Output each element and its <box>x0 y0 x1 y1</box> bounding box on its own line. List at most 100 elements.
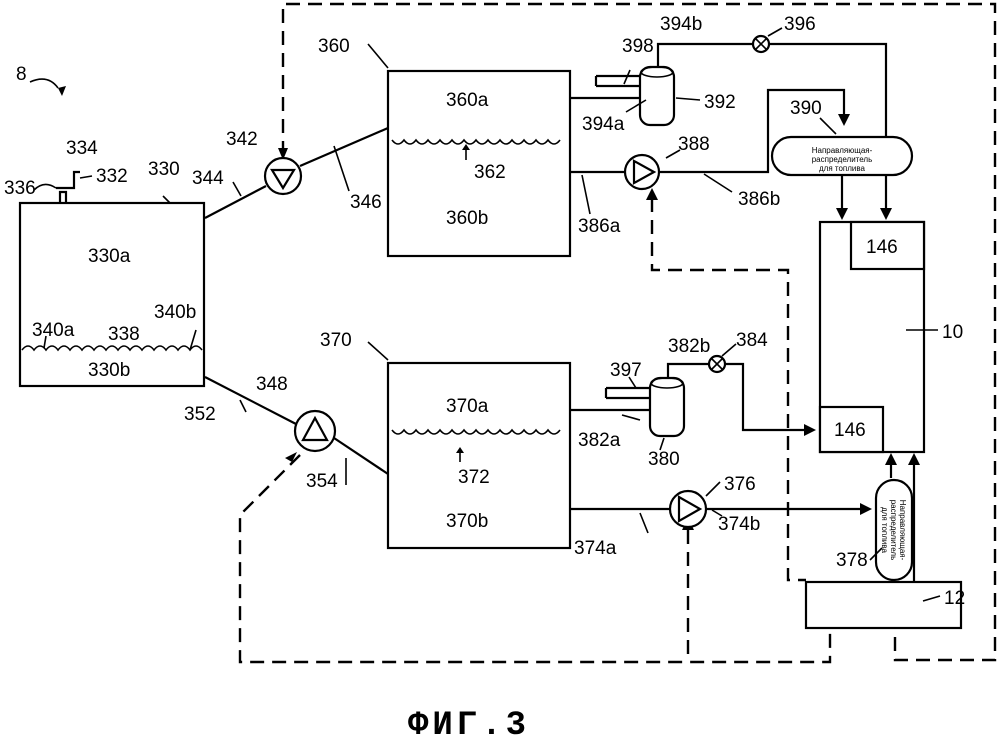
leader-386b <box>704 174 732 192</box>
label-146-bottom: 146 <box>834 420 866 441</box>
pump-388 <box>625 155 659 189</box>
fuel-rail-390-text-3: для топлива <box>819 164 866 173</box>
label-382b: 382b <box>668 336 710 357</box>
fuel-rail-378-text-1: Направляющая- <box>898 500 907 561</box>
label-398: 398 <box>622 36 654 57</box>
line-354 <box>334 438 388 474</box>
leader-376 <box>706 482 720 496</box>
label-354: 354 <box>306 471 338 492</box>
canister-380 <box>606 378 684 436</box>
arrow-rail378-to-engine-b <box>908 453 920 465</box>
label-390: 390 <box>790 98 822 119</box>
arrow-rail378-to-engine-a <box>885 453 897 465</box>
pump-342 <box>265 158 301 194</box>
label-360b: 360b <box>446 208 488 229</box>
arrow-rail390-to-engine <box>836 208 848 220</box>
label-330: 330 <box>148 159 180 180</box>
leader-392 <box>676 98 700 100</box>
label-360: 360 <box>318 36 350 57</box>
label-332: 332 <box>96 166 128 187</box>
label-374a: 374a <box>574 538 617 559</box>
label-386b: 386b <box>738 189 780 210</box>
line-382b <box>668 364 804 430</box>
leader-384 <box>722 344 736 356</box>
label-394a: 394a <box>582 114 625 135</box>
main-tank-body <box>20 203 204 386</box>
label-330a: 330a <box>88 246 131 267</box>
leader-370 <box>368 342 388 360</box>
label-374b: 374b <box>718 514 760 535</box>
label-370: 370 <box>320 330 352 351</box>
leader-396 <box>768 28 782 36</box>
line-346 <box>300 128 388 166</box>
label-370b: 370b <box>446 511 488 532</box>
leader-386a <box>582 175 590 214</box>
label-12: 12 <box>944 588 965 609</box>
pump-376 <box>670 491 706 527</box>
label-384: 384 <box>736 330 768 351</box>
nozzle-397 <box>606 388 650 398</box>
arrow-to-rail390 <box>838 114 850 126</box>
label-346: 346 <box>350 192 382 213</box>
label-146-top: 146 <box>866 237 898 258</box>
leader-8 <box>30 79 58 88</box>
arrow-382b-to-engine <box>804 424 816 436</box>
leader-344 <box>233 182 241 196</box>
valve-384 <box>709 356 725 372</box>
label-382a: 382a <box>578 430 621 451</box>
label-372: 372 <box>458 467 490 488</box>
figure-caption: ФИГ.3 <box>408 707 530 743</box>
pump-348 <box>295 411 335 451</box>
label-392: 392 <box>704 92 736 113</box>
label-8: 8 <box>16 64 27 85</box>
arrow-394b-to-engine <box>880 208 892 220</box>
filler-neck <box>60 192 66 203</box>
controller-12 <box>806 582 961 628</box>
fuel-rail-378: Направляющая- распределитель для топлива <box>876 480 912 580</box>
label-378: 378 <box>836 550 868 571</box>
arrow-system-8 <box>58 86 66 96</box>
valve-396 <box>753 36 769 52</box>
label-380: 380 <box>648 449 680 470</box>
label-362: 362 <box>474 162 506 183</box>
label-386a: 386a <box>578 216 621 237</box>
fuel-rail-390-text-2: распределитель <box>812 155 873 164</box>
fuel-rail-390-text-1: Направляющая- <box>812 146 873 155</box>
label-370a: 370a <box>446 396 489 417</box>
nozzle-398 <box>596 76 640 86</box>
label-342: 342 <box>226 129 258 150</box>
label-330b: 330b <box>88 360 130 381</box>
label-396: 396 <box>784 14 816 35</box>
leader-390 <box>820 118 836 134</box>
label-360a: 360a <box>446 90 489 111</box>
main-tank-330 <box>20 172 204 386</box>
label-336: 336 <box>4 178 36 199</box>
vent-line-336 <box>34 184 56 190</box>
arrow-to-388 <box>646 188 658 200</box>
label-338: 338 <box>108 324 140 345</box>
leader-352 <box>240 400 246 412</box>
label-388: 388 <box>678 134 710 155</box>
label-376: 376 <box>724 474 756 495</box>
label-10: 10 <box>942 322 963 343</box>
label-352: 352 <box>184 404 216 425</box>
line-394b <box>658 44 886 208</box>
label-397: 397 <box>610 360 642 381</box>
fuel-rail-378-text-2: распределитель <box>889 500 898 561</box>
fuel-rail-378-text-3: для топлива <box>880 507 889 554</box>
label-334: 334 <box>66 138 98 159</box>
leader-332 <box>80 176 92 178</box>
label-344: 344 <box>192 168 224 189</box>
leader-382a <box>622 415 640 420</box>
line-344 <box>205 186 266 218</box>
arrow-374b-to-rail378 <box>860 503 872 515</box>
filler-cap <box>56 172 80 188</box>
leader-360 <box>368 44 388 68</box>
label-340b: 340b <box>154 302 196 323</box>
label-394b: 394b <box>660 14 702 35</box>
label-348: 348 <box>256 374 288 395</box>
leader-374a <box>640 513 648 533</box>
leader-346 <box>334 146 349 191</box>
fuel-rail-390: Направляющая- распределитель для топлива <box>772 137 912 175</box>
